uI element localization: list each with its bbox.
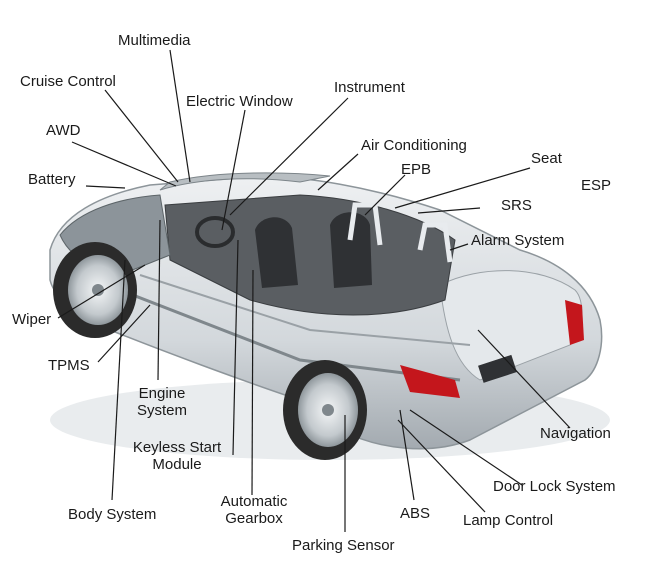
- label-automatic-gearbox-line1: Automatic: [220, 493, 288, 510]
- label-epb: EPB: [401, 161, 432, 178]
- leader-engine-system: [157, 219, 161, 381]
- label-body-system: Body System: [68, 506, 157, 523]
- front-wheel: [53, 242, 137, 338]
- label-seat: Seat: [531, 150, 562, 167]
- label-keyless-line1: Keyless Start: [132, 439, 222, 456]
- label-engine-system-line2: System: [136, 402, 187, 419]
- label-wiper: Wiper: [12, 311, 52, 328]
- label-door-lock-system: Door Lock System: [493, 478, 616, 495]
- leader-keyless: [232, 239, 239, 456]
- leader-cruise-control: [104, 89, 179, 183]
- leader-lines: [57, 49, 571, 532]
- label-keyless-line2: Module: [152, 456, 202, 473]
- leader-seat: [394, 167, 531, 209]
- rear-wheel: [283, 360, 367, 460]
- label-srs: SRS: [501, 197, 532, 214]
- label-cruise-control: Cruise Control: [20, 73, 116, 90]
- label-esp: ESP: [581, 177, 612, 194]
- label-engine-system-line1: Engine: [138, 385, 186, 402]
- leader-body-system: [111, 259, 126, 501]
- label-parking-sensor: Parking Sensor: [292, 537, 395, 554]
- label-electric-window: Electric Window: [186, 93, 293, 110]
- label-battery: Battery: [28, 171, 76, 188]
- label-awd: AWD: [46, 122, 81, 139]
- label-air-conditioning: Air Conditioning: [361, 137, 467, 154]
- leader-automatic-gearbox: [251, 269, 254, 496]
- label-navigation: Navigation: [540, 425, 611, 442]
- leader-electric-window: [221, 109, 246, 231]
- leader-door-lock: [409, 409, 523, 486]
- label-lamp-control: Lamp Control: [463, 512, 554, 529]
- label-automatic-gearbox: Automatic Gearbox: [211, 493, 297, 527]
- leader-awd: [71, 141, 177, 187]
- leader-instrument: [229, 97, 349, 216]
- label-multimedia: Multimedia: [118, 32, 191, 49]
- label-keyless-start-module: Keyless Start Module: [123, 439, 231, 473]
- leader-multimedia: [169, 49, 191, 183]
- label-engine-system: Engine System: [131, 385, 193, 419]
- label-alarm-system: Alarm System: [471, 232, 565, 249]
- leader-epb: [364, 174, 406, 216]
- leader-air-conditioning: [317, 153, 359, 191]
- leader-navigation: [477, 329, 571, 429]
- label-automatic-gearbox-line2: Gearbox: [225, 510, 283, 527]
- label-instrument: Instrument: [334, 79, 405, 96]
- leader-lamp-control: [397, 419, 486, 513]
- leader-tpms: [97, 304, 151, 363]
- label-tpms: TPMS: [48, 357, 90, 374]
- leader-alarm-system: [449, 243, 469, 251]
- leader-battery: [85, 185, 126, 189]
- label-abs: ABS: [400, 505, 431, 522]
- leader-srs: [417, 207, 481, 214]
- leader-wiper: [57, 264, 146, 319]
- car-body: [49, 172, 610, 460]
